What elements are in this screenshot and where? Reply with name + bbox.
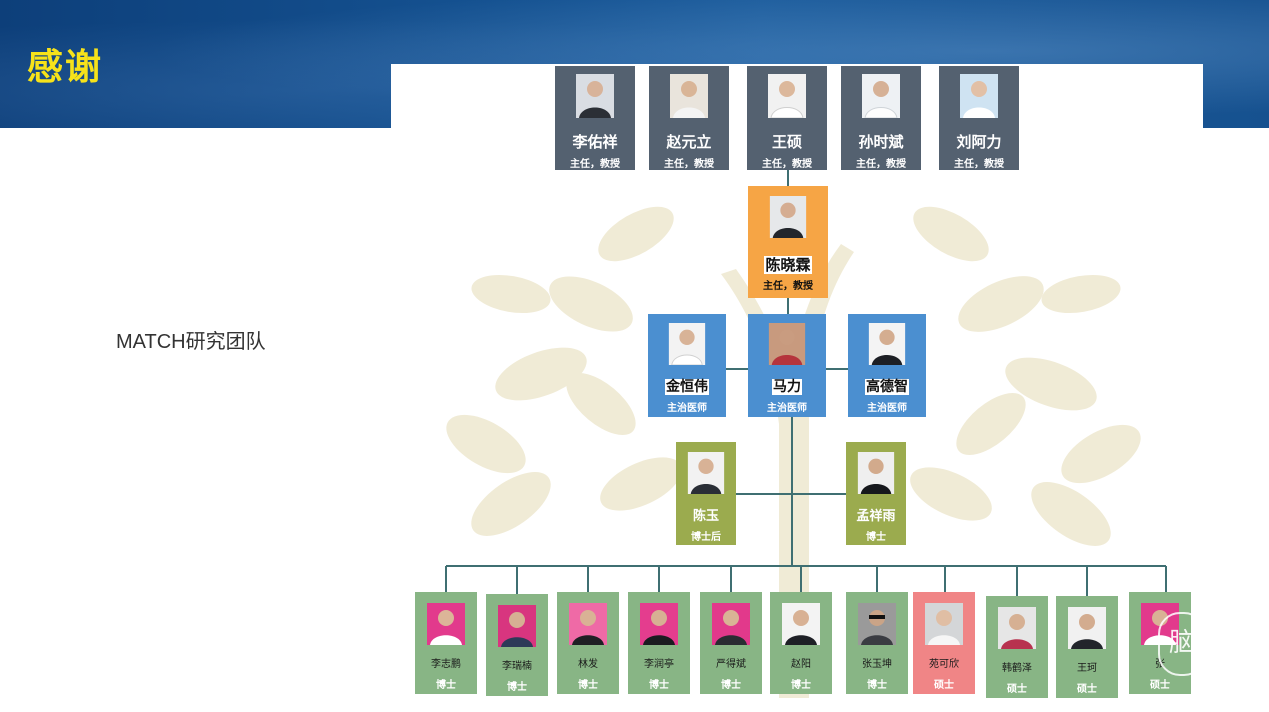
team-label: MATCH研究团队 bbox=[116, 331, 266, 353]
student-degree: 硕士 bbox=[1150, 680, 1170, 691]
student-card: 王珂 硕士 bbox=[1056, 596, 1118, 698]
portrait-photo bbox=[858, 603, 896, 645]
portrait-photo bbox=[668, 323, 706, 365]
student-degree: 硕士 bbox=[934, 680, 954, 691]
student-name: 赵阳 bbox=[791, 659, 811, 670]
attending-card: 马力 主治医师 bbox=[748, 314, 826, 417]
lead-card: 陈晓霖 主任，教授 bbox=[748, 186, 828, 298]
portrait-photo bbox=[998, 607, 1036, 649]
student-card: 张玉坤 博士 bbox=[846, 592, 908, 694]
researcher-role: 博士 bbox=[866, 532, 886, 543]
portrait-photo bbox=[868, 323, 906, 365]
attending-role: 主治医师 bbox=[667, 403, 707, 414]
researcher-card: 孟祥雨 博士 bbox=[846, 442, 906, 545]
org-chart: 李佑祥 主任，教授 赵元立 主任，教授 王硕 主任，教授 孙时斌 主任，教授 刘… bbox=[391, 64, 1203, 698]
student-card: 林发 博士 bbox=[557, 592, 619, 694]
portrait-photo bbox=[960, 74, 998, 118]
student-name: 严得斌 bbox=[716, 659, 746, 670]
portrait-photo bbox=[687, 452, 725, 494]
lead-role: 主任，教授 bbox=[763, 281, 813, 292]
student-name: 李志鹏 bbox=[431, 659, 461, 670]
director-card: 孙时斌 主任，教授 bbox=[841, 66, 921, 170]
researcher-role: 博士后 bbox=[691, 532, 721, 543]
portrait-photo bbox=[782, 603, 820, 645]
student-card: 赵阳 博士 bbox=[770, 592, 832, 694]
portrait-photo bbox=[857, 452, 895, 494]
watermark-logo: 脑 bbox=[1158, 612, 1206, 676]
student-degree: 硕士 bbox=[1007, 684, 1027, 695]
attending-role: 主治医师 bbox=[867, 403, 907, 414]
attending-name: 高德智 bbox=[865, 379, 909, 395]
student-card: 李瑞楠 博士 bbox=[486, 594, 548, 696]
student-degree: 博士 bbox=[649, 680, 669, 691]
student-name: 李润亭 bbox=[644, 659, 674, 670]
director-card: 赵元立 主任，教授 bbox=[649, 66, 729, 170]
student-name: 张玉坤 bbox=[862, 659, 892, 670]
portrait-photo bbox=[427, 603, 465, 645]
director-name: 赵元立 bbox=[666, 133, 712, 151]
portrait-photo bbox=[862, 74, 900, 118]
director-name: 李佑祥 bbox=[572, 133, 618, 151]
student-card: 严得斌 博士 bbox=[700, 592, 762, 694]
portrait-photo bbox=[768, 74, 806, 118]
student-name: 王珂 bbox=[1077, 663, 1097, 674]
attending-name: 金恒伟 bbox=[665, 379, 709, 395]
portrait-photo bbox=[1068, 607, 1106, 649]
student-degree: 博士 bbox=[436, 680, 456, 691]
student-name: 李瑞楠 bbox=[502, 661, 532, 672]
portrait-photo bbox=[769, 196, 807, 238]
portrait-photo bbox=[569, 603, 607, 645]
researcher-name: 孟祥雨 bbox=[856, 509, 896, 524]
student-name: 苑可欣 bbox=[929, 659, 959, 670]
director-card: 王硕 主任，教授 bbox=[747, 66, 827, 170]
director-role: 主任，教授 bbox=[570, 159, 620, 170]
director-name: 王硕 bbox=[771, 133, 802, 151]
student-degree: 博士 bbox=[721, 680, 741, 691]
portrait-photo bbox=[576, 74, 614, 118]
student-name: 韩鹤泽 bbox=[1002, 663, 1032, 674]
student-name: 林发 bbox=[578, 659, 598, 670]
portrait-photo bbox=[670, 74, 708, 118]
director-role: 主任，教授 bbox=[856, 159, 906, 170]
attending-card: 高德智 主治医师 bbox=[848, 314, 926, 417]
researcher-name: 陈玉 bbox=[692, 509, 719, 524]
connector-lines bbox=[445, 170, 1167, 596]
attending-role: 主治医师 bbox=[767, 403, 807, 414]
attending-name: 马力 bbox=[772, 379, 802, 395]
student-degree: 硕士 bbox=[1077, 684, 1097, 695]
student-degree: 博士 bbox=[578, 680, 598, 691]
student-degree: 博士 bbox=[791, 680, 811, 691]
director-role: 主任，教授 bbox=[954, 159, 1004, 170]
director-name: 孙时斌 bbox=[858, 133, 904, 151]
portrait-photo bbox=[768, 323, 806, 365]
director-card: 李佑祥 主任，教授 bbox=[555, 66, 635, 170]
director-role: 主任，教授 bbox=[664, 159, 714, 170]
student-degree: 博士 bbox=[507, 682, 527, 693]
tree-background-graphic bbox=[446, 206, 1141, 698]
slide-title: 感谢 bbox=[27, 47, 104, 88]
director-role: 主任，教授 bbox=[762, 159, 812, 170]
portrait-photo bbox=[640, 603, 678, 645]
student-card: 苑可欣 硕士 bbox=[913, 592, 975, 694]
director-name: 刘阿力 bbox=[956, 133, 1002, 151]
student-card: 韩鹤泽 硕士 bbox=[986, 596, 1048, 698]
researcher-card: 陈玉 博士后 bbox=[676, 442, 736, 545]
portrait-photo bbox=[925, 603, 963, 645]
portrait-photo bbox=[498, 605, 536, 647]
student-card: 李志鹏 博士 bbox=[415, 592, 477, 694]
student-card: 李润亭 博士 bbox=[628, 592, 690, 694]
lead-name: 陈晓霖 bbox=[764, 256, 812, 274]
student-degree: 博士 bbox=[867, 680, 887, 691]
portrait-photo bbox=[712, 603, 750, 645]
director-card: 刘阿力 主任，教授 bbox=[939, 66, 1019, 170]
attending-card: 金恒伟 主治医师 bbox=[648, 314, 726, 417]
